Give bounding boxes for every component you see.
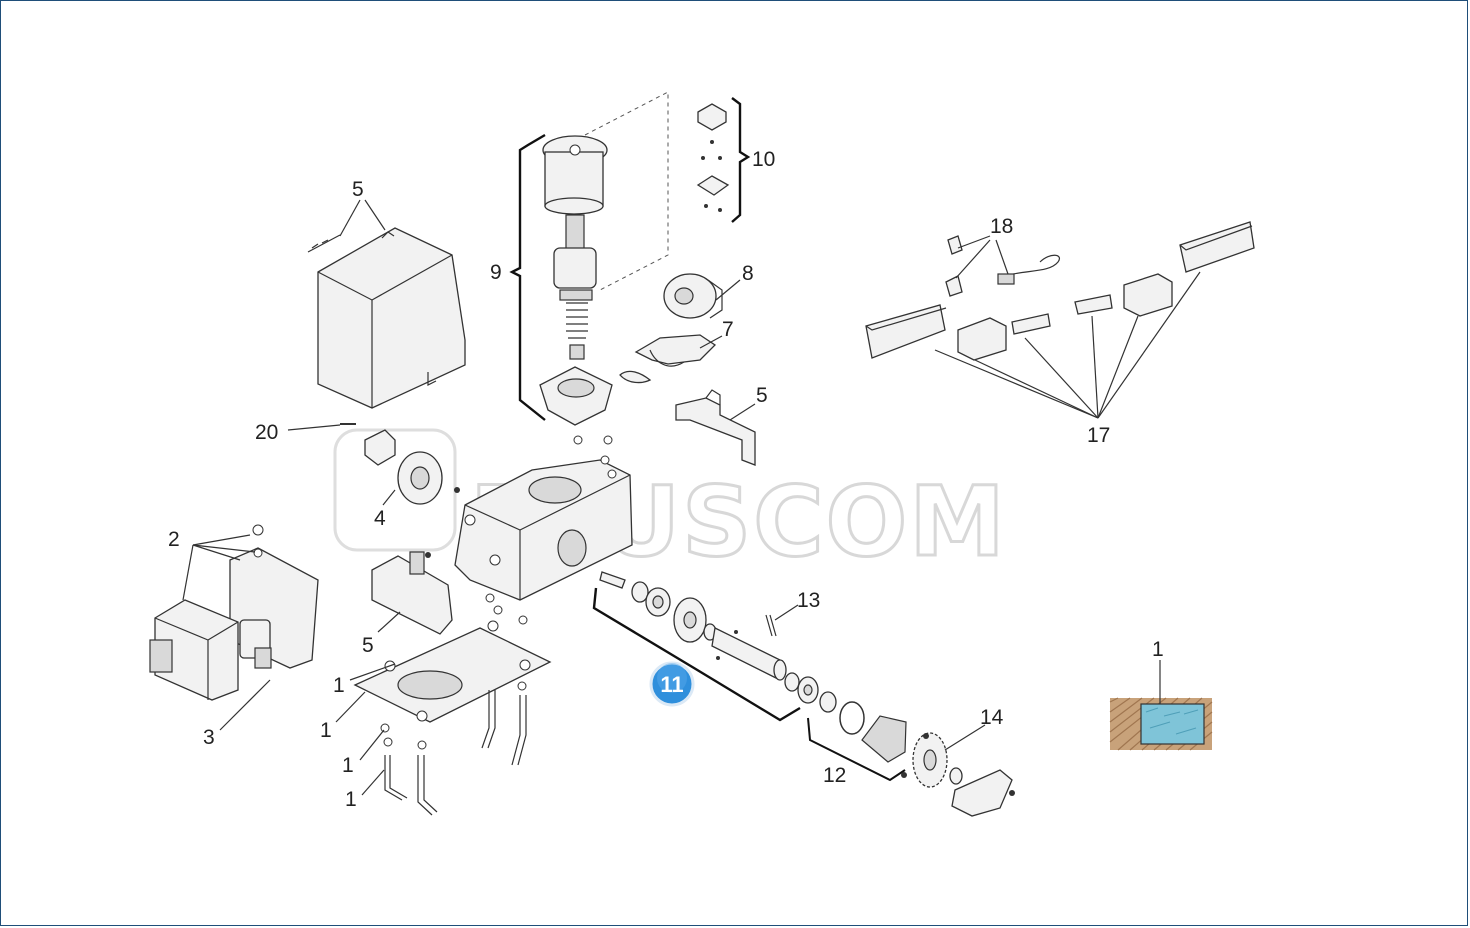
highlight-badge-label: 11 [660,672,683,697]
leader-13 [774,604,799,621]
callout-5-bracket: 5 [756,384,768,407]
highlight-badge-11: 11 [649,661,695,707]
callout-18: 18 [990,215,1013,238]
bracket-part [675,389,756,466]
control-board-part [149,524,319,701]
cable-part [945,235,1060,297]
limit-brackets-part [865,221,1255,361]
callout-13: 13 [797,589,820,612]
leader-20 [287,424,341,431]
callout-7: 7 [722,318,734,341]
cap-part [371,551,453,635]
callout-1-d: 1 [345,788,357,811]
bracket-9 [509,133,546,421]
callout-8: 8 [742,262,754,285]
callout-label: 5 [352,178,364,201]
ring-part [663,273,723,319]
callout-10: 10 [752,148,775,171]
leaders-1 [335,663,396,796]
pinion-gear-part [861,715,1015,817]
callout-17: 17 [1087,424,1110,447]
leader-2 [182,534,256,601]
pulley-part [364,429,460,505]
leader-5-cap [377,611,401,633]
motor-assembly-part [539,135,613,426]
callout-12: 12 [823,764,846,787]
leader-14 [944,724,986,751]
leader-7 [699,335,723,349]
encoder-part [696,103,730,212]
callout-20: 20 [255,421,278,444]
anchor-bolts-part [384,690,527,816]
gearbox-housing-part [454,435,633,601]
callout-3: 3 [203,726,215,749]
shaft-assembly-part [599,571,787,681]
callout-1-a: 1 [333,674,345,697]
callout-2: 2 [168,528,180,551]
callout-1-seal: 1 [1152,638,1164,661]
clip-part [619,334,717,384]
leader-3 [219,679,271,731]
callout-1-c: 1 [342,754,354,777]
pin-part [765,614,777,637]
leader-4 [382,489,396,506]
bracket-11 [592,587,801,722]
bracket-12 [807,717,906,782]
callout-5-cover: 5 [339,178,386,237]
bearing-group-part [784,672,865,735]
callout-4: 4 [374,507,386,530]
watermark: PLUSCOM [333,428,1006,580]
leader-5-bracket [729,403,756,421]
callout-1-b: 1 [320,719,332,742]
bracket-10 [731,97,751,223]
seal-part [1109,697,1213,751]
base-plate-part [353,593,552,750]
callout-9: 9 [490,261,502,284]
cover-part [307,227,466,409]
callout-14: 14 [980,706,1004,729]
leader-17 [934,271,1201,419]
callout-5-cap: 5 [362,634,374,657]
leader-8 [715,279,741,301]
leader-18 [955,235,1009,279]
